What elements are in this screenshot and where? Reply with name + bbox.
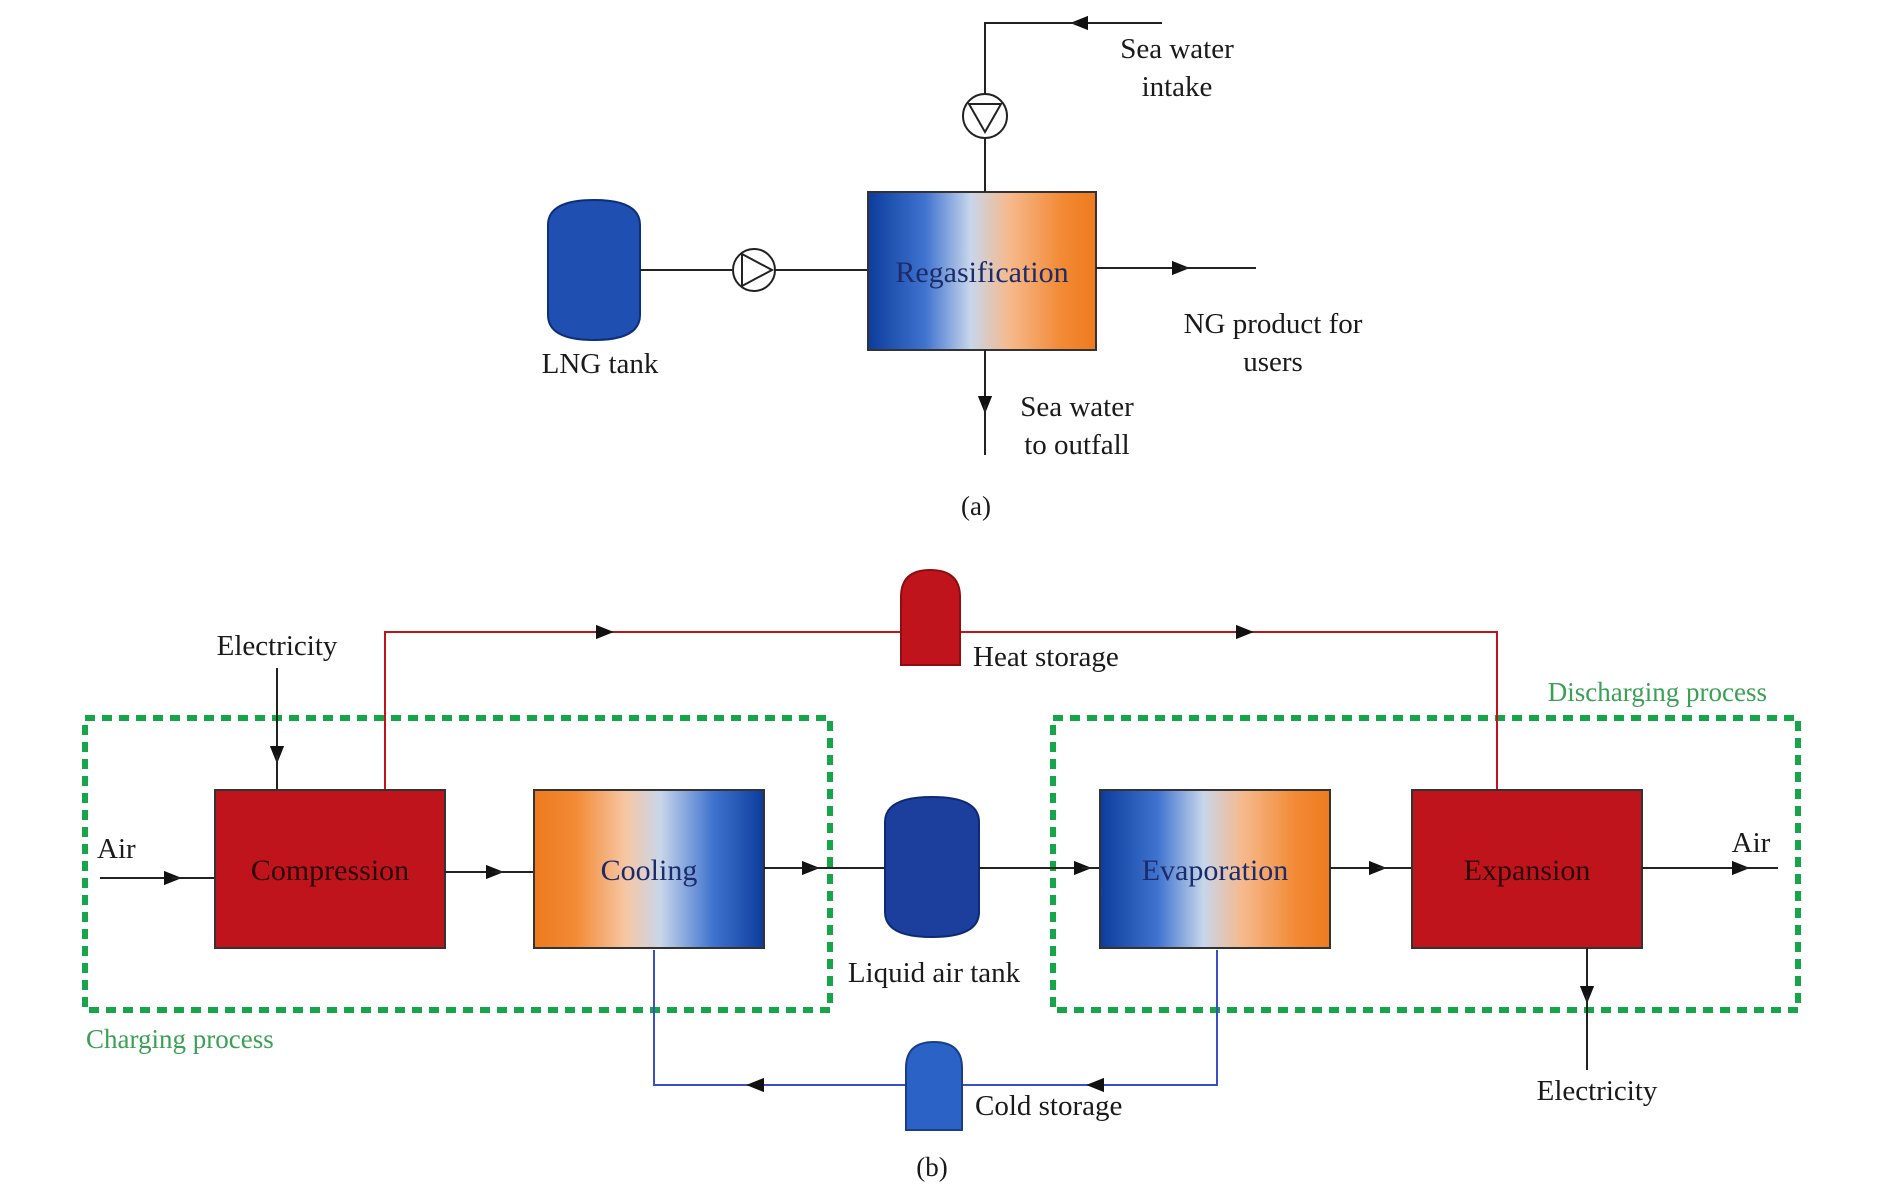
regasification-box (867, 191, 1097, 351)
seawater-intake-label-2: intake (1142, 71, 1213, 103)
evaporation-label: Evaporation (1142, 854, 1289, 887)
heat-line-left (384, 631, 901, 790)
cold-storage-tank (905, 1040, 963, 1131)
compression-box (214, 789, 446, 949)
electricity-out-label: Electricity (1537, 1075, 1658, 1107)
cooling-label: Cooling (601, 854, 698, 887)
expansion-box (1411, 789, 1643, 949)
cold-storage-label: Cold storage (975, 1090, 1122, 1122)
heat-storage-label: Heat storage (973, 641, 1119, 673)
charging-process-frame (82, 715, 833, 1013)
ng-product-label-2: users (1243, 346, 1303, 378)
outfall-label-2: to outfall (1024, 429, 1130, 461)
lng-tank (547, 198, 641, 342)
diagram-a: LNG tank Regasification NG product for u… (542, 15, 1363, 521)
seawater-pump-icon (962, 93, 1008, 139)
liquid-air-tank (884, 795, 980, 939)
lng-tank-label: LNG tank (542, 348, 659, 380)
seawater-intake-label-1: Sea water (1120, 33, 1234, 65)
discharging-process-frame (1050, 715, 1801, 1013)
evaporation-box (1099, 789, 1331, 949)
expansion-label: Expansion (1464, 854, 1591, 887)
ng-product-label-1: NG product for (1184, 308, 1363, 340)
heat-line-right (960, 631, 1498, 790)
lng-pump-icon (732, 248, 776, 292)
caption-b: (b) (916, 1152, 947, 1182)
cold-line-right (962, 950, 1218, 1086)
electricity-in-label: Electricity (217, 630, 338, 662)
liquid-air-tank-label: Liquid air tank (848, 957, 1021, 989)
air-out-label: Air (1732, 827, 1771, 859)
seawater-intake-line (984, 22, 1078, 94)
cold-line-left (653, 950, 906, 1086)
outfall-label-1: Sea water (1020, 391, 1134, 423)
regasification-label: Regasification (895, 256, 1068, 289)
caption-a: (a) (961, 491, 991, 521)
charging-process-label: Charging process (86, 1024, 274, 1054)
heat-storage-tank (900, 568, 961, 666)
cooling-box (533, 789, 765, 949)
compression-label: Compression (251, 854, 409, 887)
air-in-label: Air (97, 833, 136, 865)
diagram-b: Charging process Discharging process Hea… (82, 568, 1801, 1182)
discharging-process-label: Discharging process (1548, 677, 1767, 707)
